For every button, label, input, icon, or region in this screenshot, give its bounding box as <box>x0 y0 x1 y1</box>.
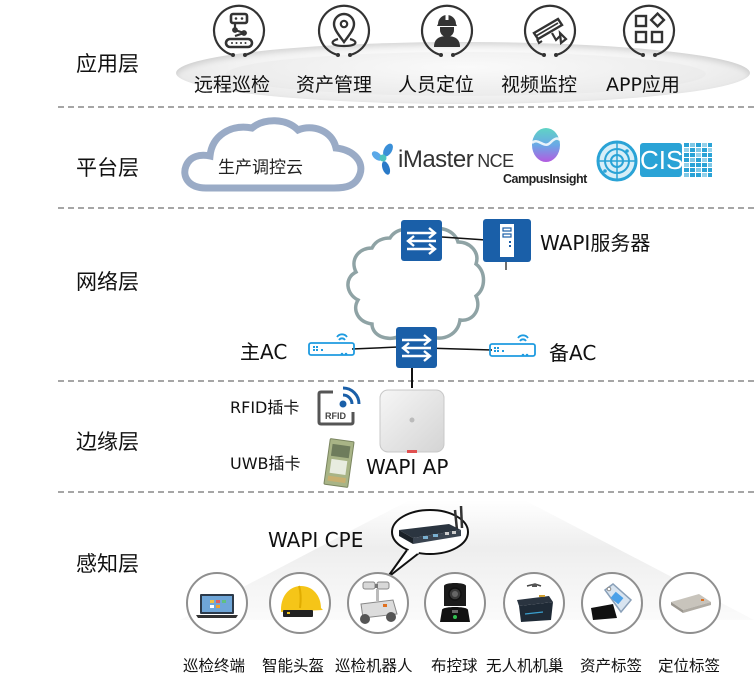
wapi-server-icon[interactable] <box>483 219 531 262</box>
hard-hat-icon <box>281 585 323 617</box>
access-switch-icon[interactable] <box>396 327 437 368</box>
imaster-logo-suffix: NCE <box>477 151 514 171</box>
device-inspection-terminal[interactable] <box>186 572 248 634</box>
app-label-personnel-location: 人员定位 <box>398 74 475 96</box>
primary-ac-device-icon[interactable] <box>308 330 356 358</box>
primary-ac-label: 主AC <box>240 340 288 364</box>
device-label-inspection-terminal: 巡检终端 <box>183 657 246 675</box>
layer-divider <box>58 207 754 209</box>
backup-ac-device-icon[interactable] <box>489 331 537 359</box>
rfid-badge-text: RFID <box>325 411 346 421</box>
device-label-inspection-robot: 巡检机器人 <box>335 657 413 675</box>
layer-divider <box>58 491 754 493</box>
layer-label-platform: 平台层 <box>76 156 139 180</box>
layer-label-network: 网络层 <box>76 270 139 294</box>
layer-label-perception: 感知层 <box>76 552 139 576</box>
rfid-card-icon: RFID <box>317 386 361 426</box>
cis-grid-icon <box>684 143 712 177</box>
layer-label-edge: 边缘层 <box>76 430 139 454</box>
layer-divider <box>58 380 754 382</box>
robot-conveyor-icon[interactable] <box>211 3 267 59</box>
app-label-video-surveillance: 视频监控 <box>501 74 578 96</box>
rfid-card-label: RFID插卡 <box>230 398 300 417</box>
device-inspection-robot[interactable] <box>347 572 409 634</box>
app-grid-icon[interactable] <box>621 3 677 59</box>
device-label-location-tag: 定位标签 <box>658 657 721 675</box>
app-label-remote-inspection: 远程巡检 <box>194 74 271 96</box>
device-surveillance-ball[interactable] <box>424 572 486 634</box>
wapi-cpe-bubble-icon[interactable] <box>385 500 475 582</box>
drone-nest-icon <box>517 583 553 622</box>
core-switch-icon[interactable] <box>401 220 442 261</box>
layer-label-application: 应用层 <box>76 52 139 76</box>
wapi-server-label: WAPI服务器 <box>540 231 651 255</box>
device-asset-tag[interactable] <box>581 572 643 634</box>
layer-divider <box>58 106 754 108</box>
cis-radar-icon <box>596 140 638 182</box>
location-pin-icon[interactable] <box>316 3 372 59</box>
device-label-asset-tag: 资产标签 <box>580 657 643 675</box>
worker-helmet-icon[interactable] <box>419 3 475 59</box>
device-location-tag[interactable] <box>659 572 721 634</box>
location-tag-icon <box>671 594 711 613</box>
device-label-surveillance-ball: 布控球 <box>431 657 478 675</box>
wapi-ap-device-icon[interactable] <box>376 386 448 458</box>
app-label-app: APP应用 <box>606 74 680 96</box>
device-label-smart-helmet: 智能头盔 <box>262 657 325 675</box>
cis-logo-text: CIS <box>640 143 684 177</box>
device-smart-helmet[interactable] <box>269 572 331 634</box>
ptz-camera-icon <box>440 583 470 622</box>
backup-ac-label: 备AC <box>549 341 597 365</box>
campusinsight-logo-icon <box>531 128 561 162</box>
uwb-card-label: UWB插卡 <box>230 454 301 473</box>
production-cloud-label: 生产调控云 <box>218 158 303 178</box>
cctv-camera-icon[interactable] <box>522 3 578 59</box>
robot-icon <box>360 581 398 624</box>
production-cloud-icon <box>181 117 365 192</box>
imaster-logo-icon <box>371 143 393 175</box>
wapi-cpe-label: WAPI CPE <box>268 528 364 552</box>
campusinsight-logo-text: CampusInsight <box>503 172 587 186</box>
application-platform-disc-inner <box>226 52 706 96</box>
imaster-logo-main: iMaster <box>398 146 474 173</box>
wapi-ap-label: WAPI AP <box>366 455 449 479</box>
device-drone-nest[interactable] <box>503 572 565 634</box>
tablet-icon <box>196 594 238 618</box>
uwb-card-icon <box>323 438 355 488</box>
asset-tag-icon <box>591 583 633 620</box>
app-label-asset-management: 资产管理 <box>296 74 373 96</box>
device-label-drone-nest: 无人机机巢 <box>486 657 564 675</box>
